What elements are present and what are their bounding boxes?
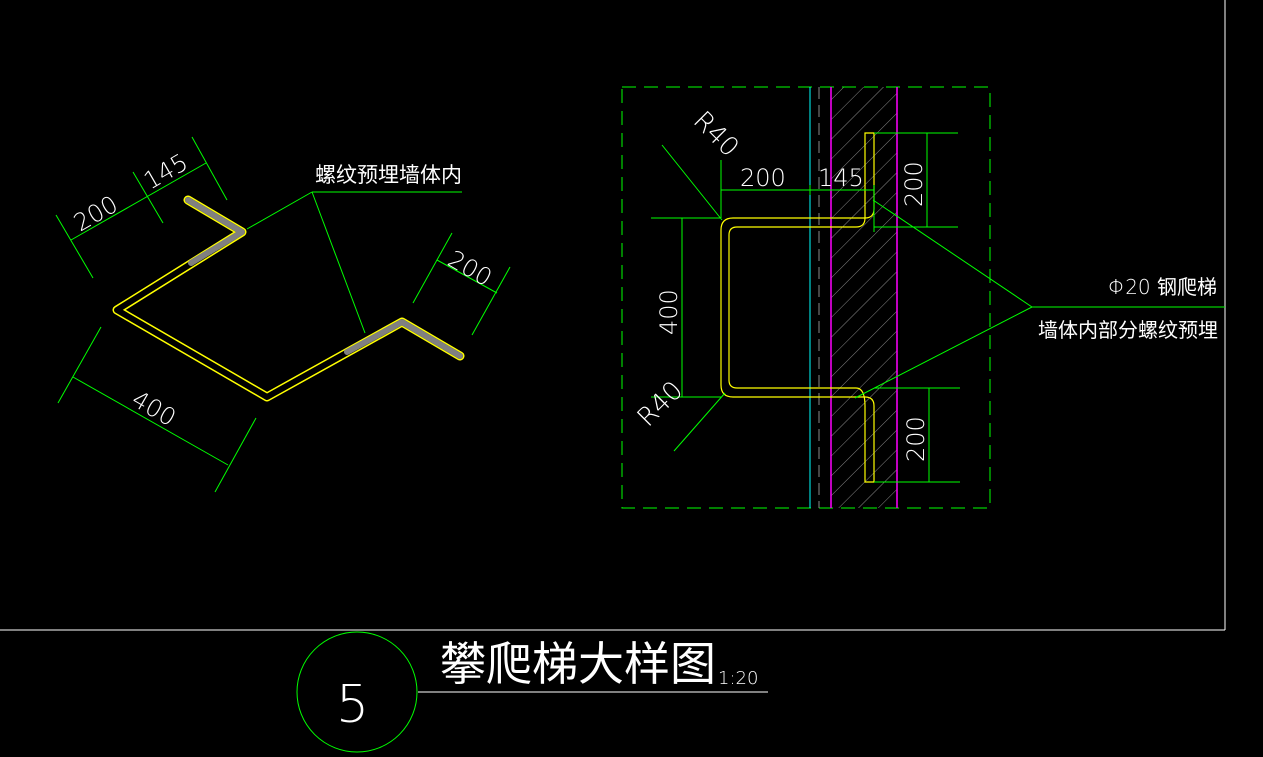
dim-200-top: 200: [69, 190, 123, 237]
note-threaded-in-wall: 螺纹预埋墙体内: [315, 163, 462, 187]
dimension-lines: [55, 136, 511, 493]
label-ladder-rebar: Φ20 钢爬梯: [1108, 275, 1217, 299]
rebar-isometric: [112, 195, 465, 402]
left-isometric-view: 200 145 200 400 螺纹预埋墙体内: [55, 136, 511, 493]
drawing-frame: [0, 0, 1226, 631]
detail-number-circle: [296, 631, 418, 753]
label-threaded-embedded: 墙体内部分螺纹预埋: [1038, 318, 1218, 342]
right-section-view: 200 145 400 200 200 R40 R40 Φ20 钢爬梯 墙体内部…: [621, 86, 1225, 509]
drawing-title: 攀爬梯大样图: [440, 637, 716, 691]
drawing-scale: 1:20: [718, 668, 758, 689]
rebar-section: [720, 132, 875, 483]
dimension-lines-right: [651, 132, 1225, 483]
dim-200-right: 200: [443, 245, 497, 292]
dim-400-bottom: 400: [127, 385, 181, 432]
detail-number: 5: [336, 675, 369, 735]
threaded-section: [344, 319, 463, 359]
radius-top: R40: [687, 106, 744, 163]
dim-145-top: 145: [139, 148, 193, 195]
threaded-section: [185, 197, 245, 266]
dim-200-vert-bottom: 200: [902, 416, 930, 462]
wall-hatch: [831, 87, 897, 508]
title-block: 5 攀爬梯大样图 1:20: [296, 631, 768, 753]
dim-200-horiz: 200: [740, 164, 786, 192]
dim-145-horiz: 145: [818, 164, 864, 192]
dim-400-vert: 400: [655, 289, 683, 335]
radius-bottom: R40: [632, 376, 689, 433]
dim-200-vert-top: 200: [900, 161, 928, 207]
